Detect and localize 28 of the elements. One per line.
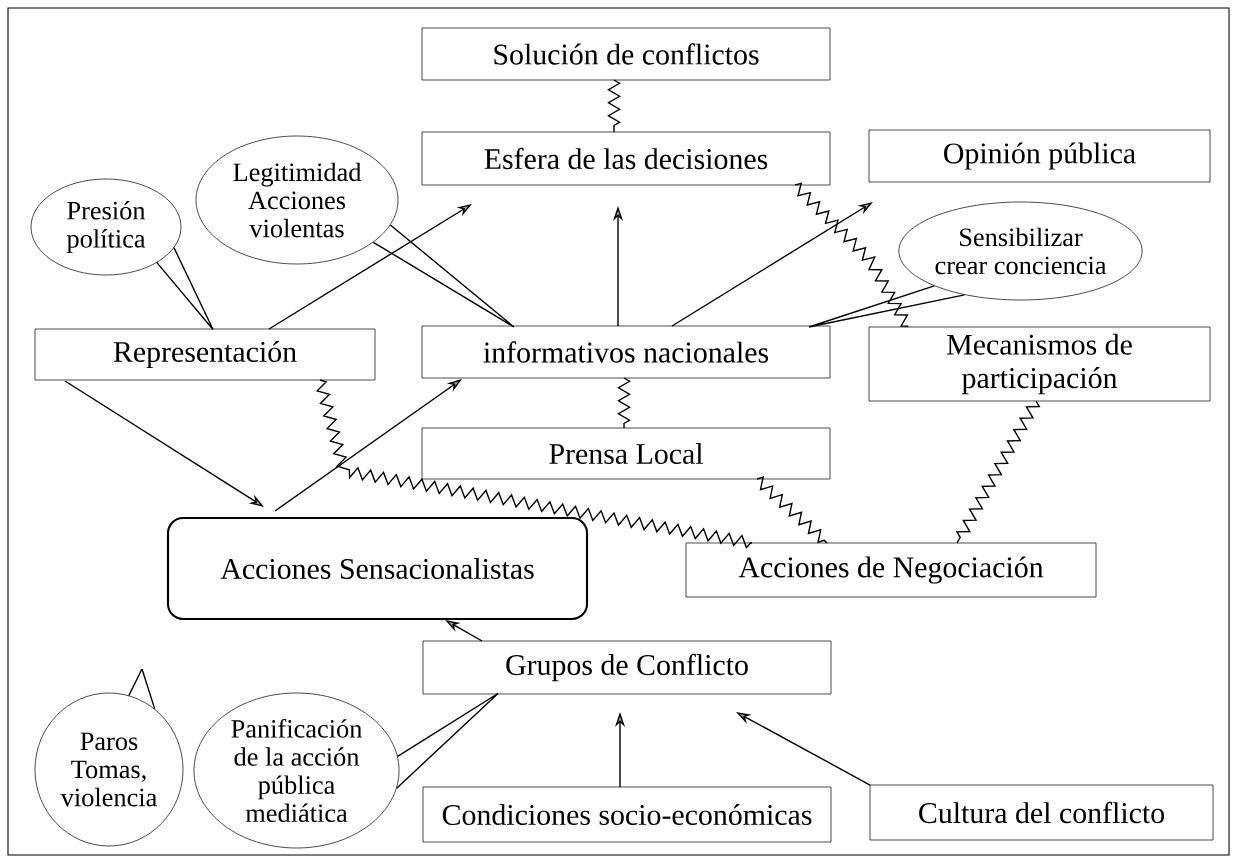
text-box: Acciones de Negociación [685, 542, 1097, 598]
text-box: Grupos de Conflicto [422, 640, 832, 695]
bubble-tail [808, 285, 966, 328]
text-box: Prensa Local [421, 427, 831, 480]
wavy-line [607, 79, 621, 133]
text-box: Representación [34, 328, 376, 381]
speech-bubble: Sensibilizar crear conciencia [898, 201, 1143, 301]
speech-bubble: Presión política [30, 178, 182, 276]
text-box: informativos nacionales [421, 325, 831, 379]
speech-bubble: Legitimidad Acciones violentas [195, 135, 399, 265]
wavy-line [756, 476, 828, 544]
text-box: Mecanismos de participación [868, 326, 1211, 402]
text-box: Cultura del conflicto [869, 784, 1214, 841]
wavy-line [315, 379, 753, 549]
text-box: Opinión pública [868, 129, 1211, 183]
rounded-box: Acciones Sensacionalistas [166, 516, 589, 621]
speech-bubble: Paros Tomas, violencia [34, 692, 184, 847]
speech-bubble: Panificación de la acción pública mediática [193, 692, 400, 849]
wavy-line [794, 182, 909, 328]
bubble-tail [156, 247, 214, 331]
bubble-tail [372, 224, 515, 328]
wavy-line [955, 400, 1041, 544]
text-box: Solución de conflictos [421, 27, 831, 81]
wavy-line [617, 377, 631, 429]
bubble-tail [128, 668, 156, 710]
text-box: Condiciones socio-económicas [422, 786, 832, 843]
bubble-tail [396, 692, 499, 789]
text-box: Esfera de las decisiones [421, 131, 831, 186]
